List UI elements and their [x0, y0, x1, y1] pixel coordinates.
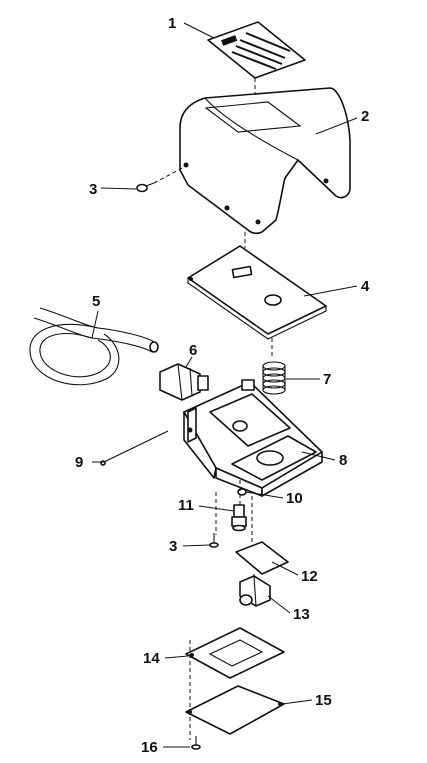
part-10-washer [237, 488, 247, 496]
part-7-spring [262, 361, 286, 395]
part-16-screw [191, 736, 201, 750]
part-14-gasket-frame [185, 627, 285, 679]
part-13-valve-block [239, 575, 271, 607]
part-15-cover-plate [185, 685, 285, 735]
callout-7: 7 [323, 371, 331, 388]
callout-labels: 1 2 3 4 5 6 7 8 9 10 11 3 12 13 14 15 16 [75, 15, 370, 756]
callout-6: 6 [189, 342, 197, 359]
callout-15: 15 [315, 692, 332, 709]
callout-5: 5 [92, 293, 100, 310]
callout-2: 2 [361, 108, 369, 125]
part-3-screw-lower [209, 533, 219, 548]
part-2-cover [179, 87, 351, 235]
part-11-nipple [231, 504, 247, 532]
part-1-label-plate [207, 21, 306, 79]
callout-3-upper: 3 [89, 181, 97, 198]
part-4-plate [187, 245, 327, 340]
callout-12: 12 [301, 568, 318, 585]
callout-13: 13 [293, 606, 310, 623]
callout-1: 1 [168, 15, 176, 32]
part-9-pin [100, 430, 169, 466]
callout-4: 4 [361, 278, 370, 295]
callout-3-lower: 3 [169, 538, 177, 555]
leader-lines [91, 22, 358, 748]
callout-16: 16 [141, 739, 158, 756]
callout-10: 10 [286, 490, 303, 507]
callout-9: 9 [75, 454, 83, 471]
part-6-fitting [159, 363, 209, 401]
part-12-gasket [235, 541, 289, 575]
part-5-hose [29, 307, 159, 386]
callout-11: 11 [178, 497, 194, 514]
part-8-base-body [183, 379, 323, 497]
part-3-screw-upper [136, 182, 155, 193]
callout-14: 14 [143, 650, 160, 667]
callout-8: 8 [339, 452, 347, 469]
